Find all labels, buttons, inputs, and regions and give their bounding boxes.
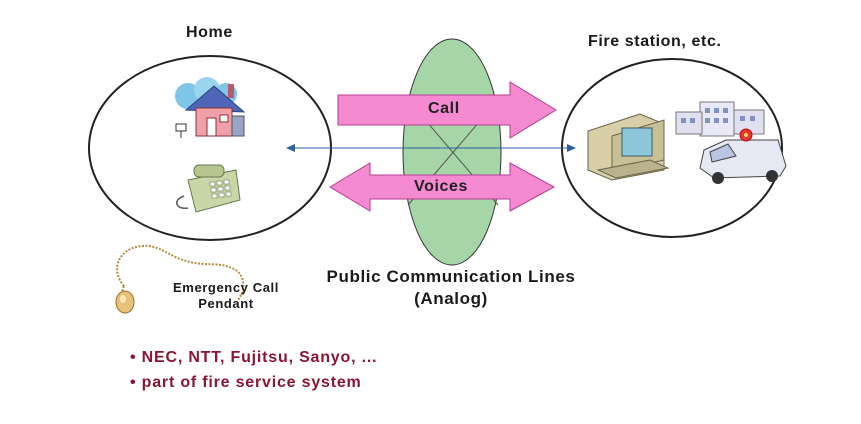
bullet-list: • NEC, NTT, Fujitsu, Sanyo, ... • part o… xyxy=(130,345,377,395)
bullet-item: • NEC, NTT, Fujitsu, Sanyo, ... xyxy=(130,349,378,366)
telephone-icon xyxy=(176,164,241,213)
house-icon xyxy=(175,77,246,138)
voices-label: Voices xyxy=(414,178,468,195)
pendant-label: Emergency Call Pendant xyxy=(156,280,296,312)
call-label: Call xyxy=(428,100,460,117)
link-arrowhead-right xyxy=(567,144,576,152)
link-arrowhead-left xyxy=(286,144,295,152)
pendant-icon xyxy=(115,244,245,314)
home-title: Home xyxy=(186,24,233,41)
computer-icon xyxy=(587,113,670,181)
pendant-label-line1: Emergency Call xyxy=(173,280,279,295)
building-icon xyxy=(675,101,765,137)
voices-arrow xyxy=(329,162,556,212)
network-label-line2: (Analog) xyxy=(414,289,488,308)
ambulance-icon xyxy=(699,128,787,184)
call-arrow xyxy=(337,81,557,139)
fire-station-title: Fire station, etc. xyxy=(588,33,722,50)
pendant-label-line2: Pendant xyxy=(198,296,254,311)
bullet-item: • part of fire service system xyxy=(130,374,362,391)
network-label: Public Communication Lines (Analog) xyxy=(296,266,606,310)
network-label-line1: Public Communication Lines xyxy=(326,267,576,286)
